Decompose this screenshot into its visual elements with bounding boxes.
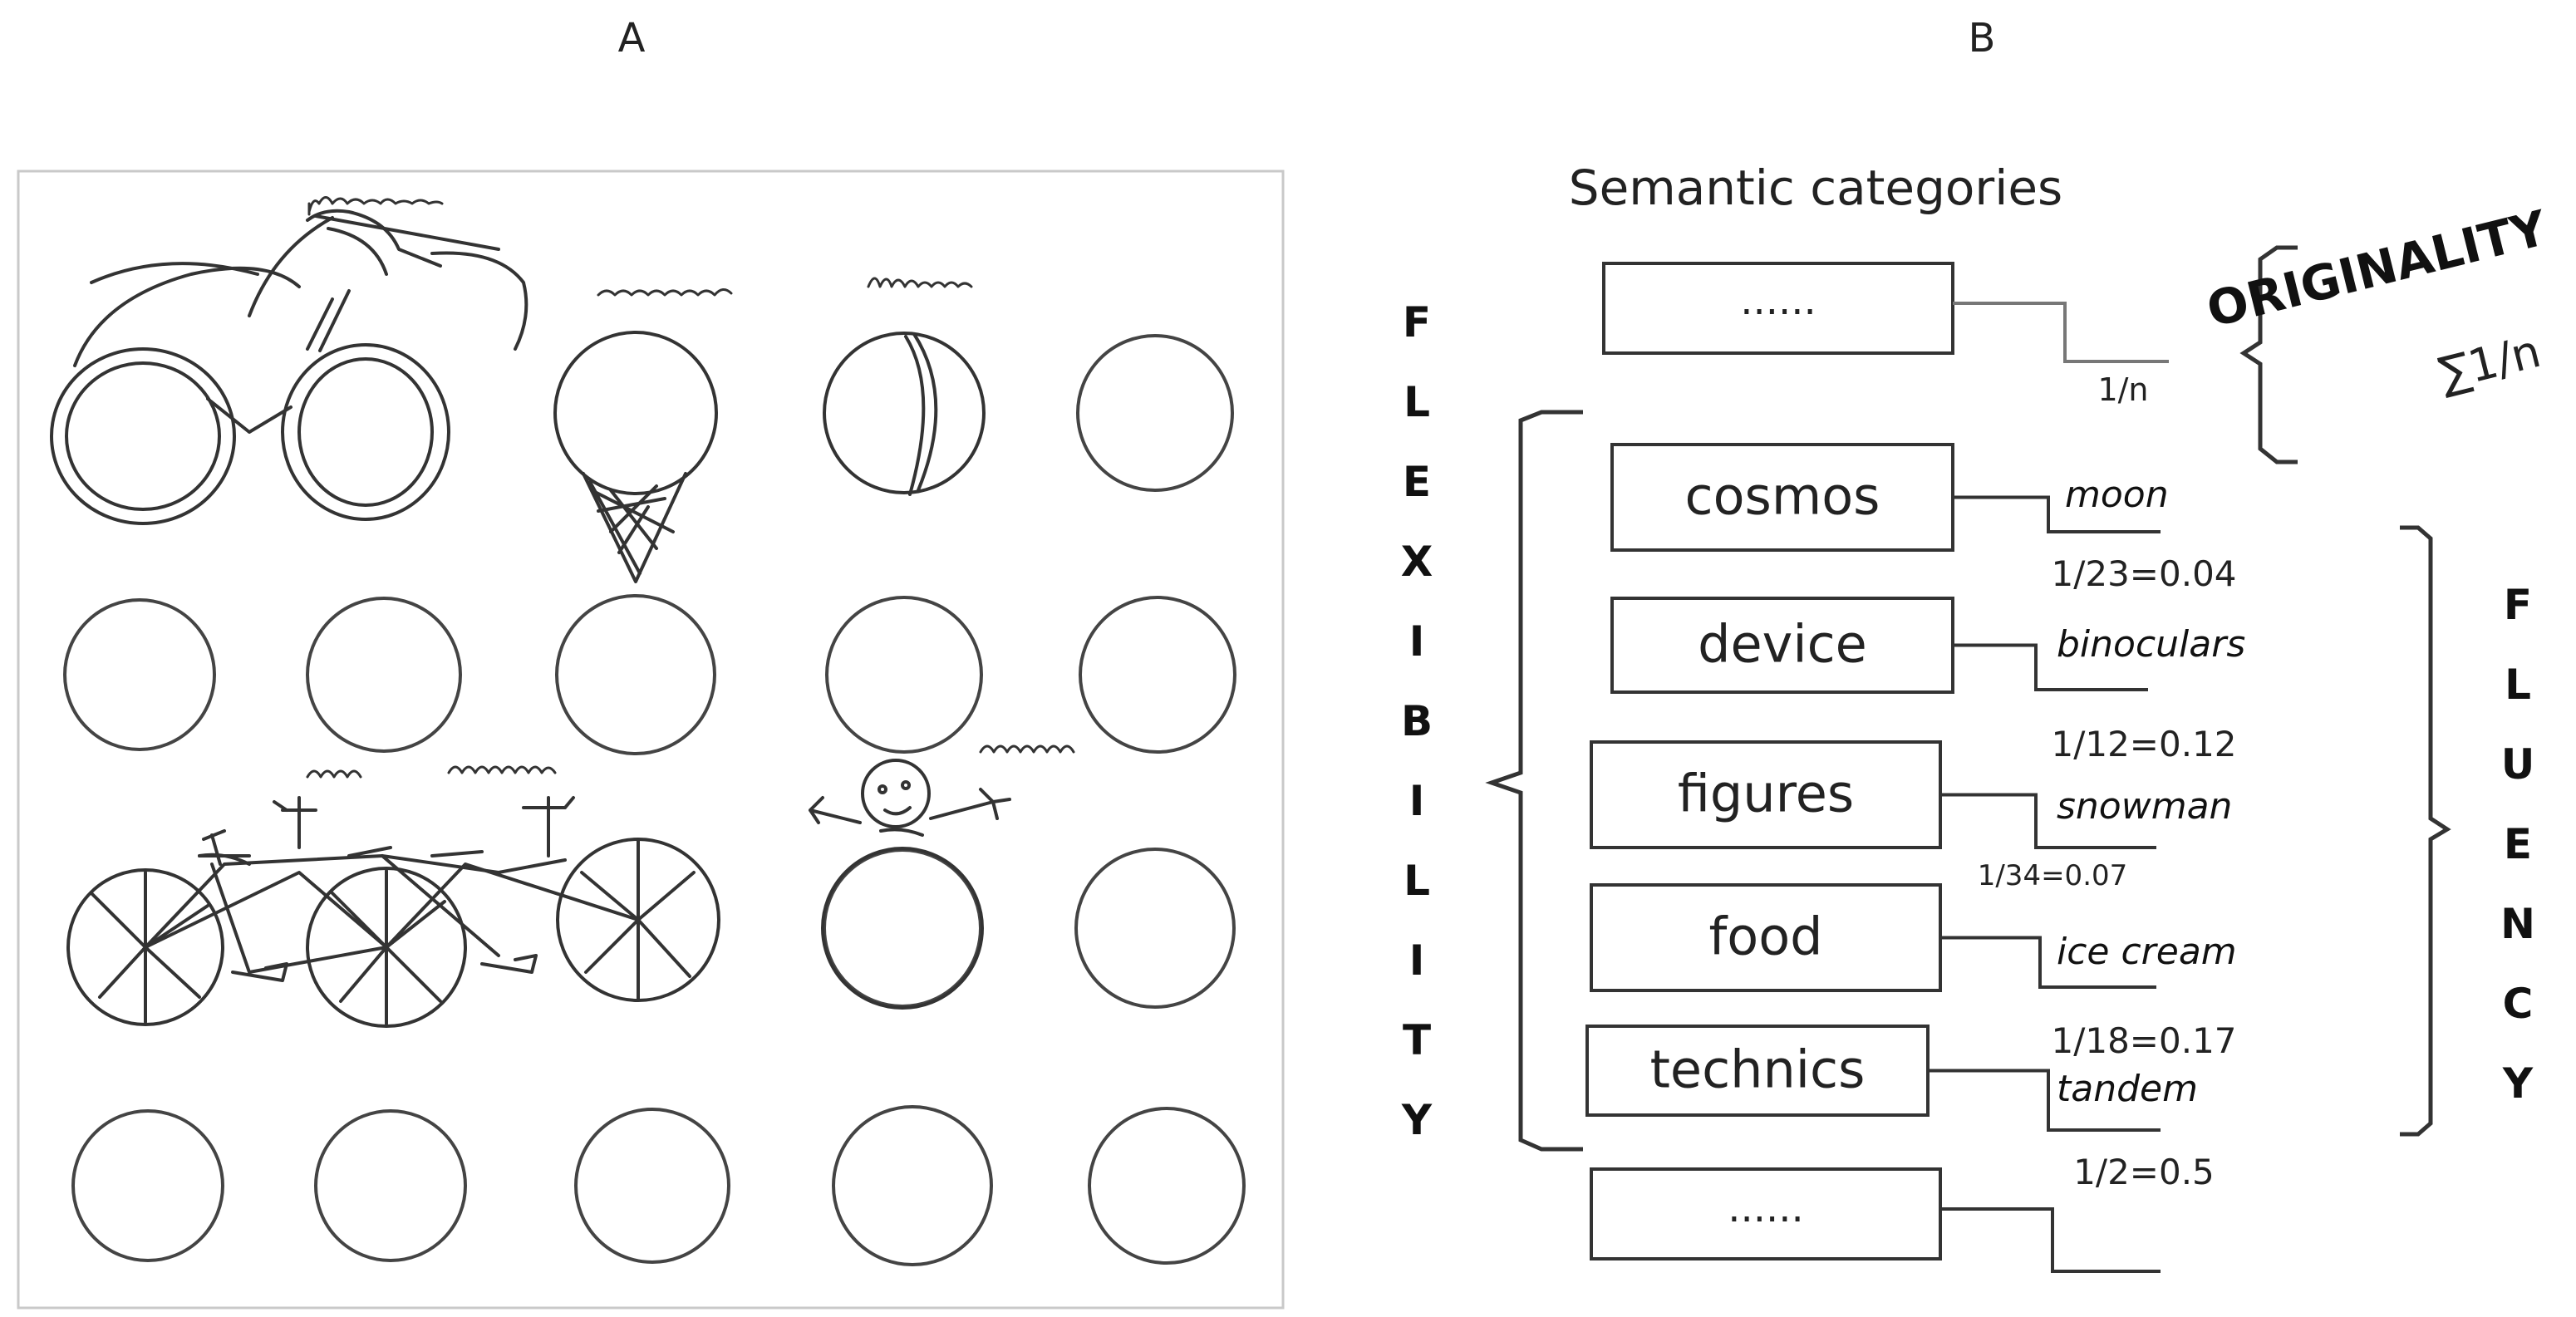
category-figures: figures snowman 1/34=0.07 xyxy=(1590,740,2232,892)
category-connector xyxy=(1940,793,2156,849)
category-box xyxy=(1610,443,1954,552)
category-cosmos: cosmos moon 1/23=0.04 xyxy=(1610,443,2237,594)
answer-label: snowman xyxy=(2057,785,2232,828)
originality-label: ORIGINALITY xyxy=(2201,199,2553,338)
binoculars-drawing xyxy=(50,209,528,525)
moon-drawing xyxy=(823,332,986,496)
blank-circle xyxy=(832,1105,993,1266)
fraction-label: 1/34=0.07 xyxy=(1978,859,2128,892)
snowman-drawing xyxy=(809,759,1011,1010)
panel-a-sheet xyxy=(17,170,1285,1310)
fluency-letter: N xyxy=(2500,900,2535,948)
blank-circle xyxy=(555,594,716,755)
blank-circle xyxy=(314,1109,467,1262)
fluency-brace xyxy=(2400,525,2451,1137)
flexibility-brace xyxy=(1485,410,1583,1152)
flexibility-letter: Y xyxy=(1401,1096,1433,1144)
category-connector xyxy=(1953,495,2161,533)
fraction-label: 1/12=0.12 xyxy=(2051,724,2236,764)
handwritten-label-moon xyxy=(867,277,973,288)
flexibility-letter: I xyxy=(1409,617,1425,666)
blank-circles xyxy=(63,334,1246,1266)
flexibility-letter: E xyxy=(1403,458,1431,506)
fluency-letter: E xyxy=(2504,820,2532,868)
category-food: food ice cream 1/18=0.17 xyxy=(1590,883,2237,1061)
fluency-letter: L xyxy=(2505,661,2531,709)
connector-bottom xyxy=(1940,1207,2161,1273)
category-box xyxy=(1590,740,1942,849)
category-connector xyxy=(1928,1069,2161,1132)
test-sheet-frame xyxy=(17,170,1285,1310)
flexibility-letter: I xyxy=(1409,936,1425,985)
answer-label: binoculars xyxy=(2057,623,2245,666)
blank-circle xyxy=(71,1109,224,1262)
handwritten-label-tandem xyxy=(306,765,557,779)
tandem-drawing xyxy=(66,796,720,1028)
category-label: technics xyxy=(1650,1039,1866,1100)
category-technics: technics tandem 1/2=0.5 xyxy=(1585,1025,2215,1192)
category-connector xyxy=(1953,643,2148,691)
ice-cream-drawing xyxy=(553,331,718,583)
fraction-top: 1/n xyxy=(2097,371,2148,408)
blank-circle xyxy=(306,597,462,753)
category-box xyxy=(1610,597,1954,694)
answer-label: moon xyxy=(2065,474,2169,516)
connector-top xyxy=(1953,302,2169,363)
fraction-label: 1/18=0.17 xyxy=(2051,1020,2236,1061)
flexibility-letter: B xyxy=(1401,697,1433,745)
panel-label-a: A xyxy=(618,15,646,61)
fluency-letter: F xyxy=(2504,581,2532,629)
fluency-letter: U xyxy=(2501,740,2535,789)
flexibility-letter: X xyxy=(1401,538,1433,586)
answer-label: tandem xyxy=(2057,1068,2198,1110)
category-boxes: cosmos moon 1/23=0.04 device binoculars 1/12=… xyxy=(1585,443,2245,1192)
svg-text:......: ...... xyxy=(1740,278,1816,324)
blank-circle xyxy=(1074,848,1236,1009)
category-box-bottom-placeholder: ...... xyxy=(1590,1167,1942,1260)
fraction-label: 1/23=0.04 xyxy=(2051,553,2236,594)
blank-circle xyxy=(63,598,216,751)
category-device: device binoculars 1/12=0.12 xyxy=(1610,597,2245,764)
svg-text:......: ...... xyxy=(1728,1185,1804,1231)
blank-circle xyxy=(1076,334,1234,492)
blank-circle xyxy=(1079,596,1236,754)
answer-label: ice cream xyxy=(2057,931,2237,973)
handwritten-label-binoculars xyxy=(307,196,444,216)
category-box-top-placeholder: ...... xyxy=(1602,262,1954,355)
blank-circle xyxy=(574,1108,730,1264)
category-label: figures xyxy=(1678,764,1854,824)
handwritten-label-snowman xyxy=(979,744,1075,754)
category-connector xyxy=(1940,936,2156,989)
panel-label-b: B xyxy=(1969,15,1996,61)
handwritten-label-ice-cream xyxy=(597,288,733,297)
flexibility-letter: L xyxy=(1404,857,1430,905)
flexibility-letter: L xyxy=(1404,378,1430,426)
diagram-title: Semantic categories xyxy=(1569,160,2063,216)
blank-circle xyxy=(825,596,983,754)
fluency-letter: Y xyxy=(2502,1059,2534,1108)
category-box xyxy=(1590,883,1942,992)
category-label: device xyxy=(1698,614,1867,675)
flexibility-letter: I xyxy=(1409,777,1425,825)
blank-circle xyxy=(1088,1107,1246,1265)
originality-brace xyxy=(2239,245,2298,464)
fraction-label: 1/2=0.5 xyxy=(2073,1152,2215,1192)
flexibility-letter: T xyxy=(1403,1016,1431,1064)
fluency-letter: C xyxy=(2503,980,2534,1028)
originality-formula: ∑1/n xyxy=(2434,325,2546,401)
category-label: cosmos xyxy=(1685,466,1880,527)
flexibility-letter: F xyxy=(1403,298,1431,346)
category-label: food xyxy=(1708,907,1822,967)
